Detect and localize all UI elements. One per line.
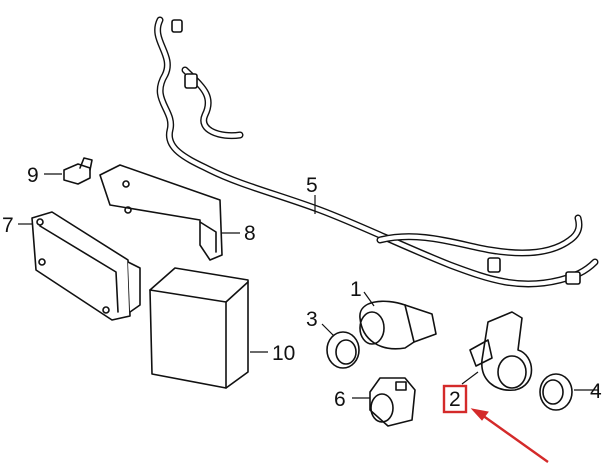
parking-sensor-2	[469, 311, 533, 391]
retainer-ring-4	[539, 373, 573, 411]
wiring-harness	[154, 16, 599, 288]
bolt	[63, 157, 93, 185]
module-cover	[149, 267, 249, 389]
callout-3: 3	[306, 308, 318, 331]
callout-2: 2	[449, 388, 461, 411]
callout-4: 4	[590, 380, 602, 403]
callout-9: 9	[27, 164, 39, 187]
parking-sensor-6	[369, 377, 416, 427]
control-module	[31, 211, 141, 321]
callout-8: 8	[244, 222, 256, 245]
module-bracket	[99, 164, 223, 261]
highlight-box	[442, 384, 468, 414]
parking-sensor-1	[359, 300, 437, 350]
callout-6: 6	[334, 388, 346, 411]
callout-7: 7	[2, 214, 14, 237]
leader-lines	[18, 173, 598, 399]
highlight-arrow	[470, 408, 549, 463]
callout-10: 10	[272, 342, 295, 365]
callout-5: 5	[306, 174, 318, 197]
callout-1: 1	[350, 278, 362, 301]
retainer-ring-3	[326, 331, 360, 369]
